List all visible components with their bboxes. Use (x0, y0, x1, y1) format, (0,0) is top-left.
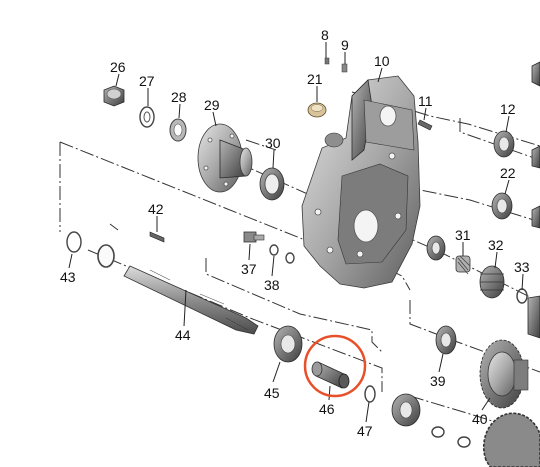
label-part-32: 32 (488, 237, 504, 253)
label-part-30: 30 (265, 135, 281, 151)
label-part-11: 11 (418, 93, 433, 109)
label-part-27: 27 (139, 73, 155, 89)
label-part-22: 22 (500, 165, 516, 181)
label-part-37: 37 (241, 261, 257, 277)
label-part-38: 38 (264, 277, 280, 293)
part-38-washers (269, 244, 295, 264)
part-46-bushing (311, 361, 350, 389)
part-39-bearing (435, 325, 457, 355)
part-40-large-gear (479, 339, 529, 409)
label-part-33: 33 (514, 259, 530, 275)
edge-part-shapes (527, 61, 540, 339)
label-part-29: 29 (204, 97, 220, 113)
label-part-21: 21 (307, 71, 323, 87)
label-part-43: 43 (60, 269, 76, 285)
leader-lines (68, 42, 524, 423)
part-11-key (417, 119, 433, 131)
part-47-ring (364, 385, 376, 403)
part-9-pin (341, 63, 348, 73)
label-part-26: 26 (110, 59, 126, 75)
label-part-45: 45 (264, 385, 280, 401)
part-bearing-housing-right (426, 235, 446, 261)
part-22-bearing (491, 192, 513, 220)
part-number-labels: 8 9 10 11 12 21 22 26 27 28 29 30 31 32 … (60, 27, 530, 439)
part-bottom-gear (482, 412, 540, 467)
label-part-8: 8 (321, 27, 329, 43)
part-21-plug (307, 102, 327, 118)
part-10-gearbox-housing (301, 75, 421, 289)
part-12-bearing (493, 130, 515, 158)
part-8-screw (324, 57, 330, 65)
label-part-39: 39 (430, 373, 446, 389)
label-part-42: 42 (148, 201, 164, 217)
part-31-spring (455, 255, 471, 275)
label-part-31: 31 (455, 227, 471, 243)
part-44-shaft (123, 265, 259, 335)
label-part-12: 12 (500, 101, 516, 117)
highlight-circle (303, 334, 367, 398)
part-26-hex-nut (103, 85, 125, 107)
part-43-rings (66, 231, 115, 268)
part-42-key (149, 231, 165, 243)
label-part-10: 10 (374, 53, 390, 69)
part-28-ring (169, 118, 187, 142)
part-33-ring (516, 288, 528, 304)
label-part-47: 47 (357, 423, 373, 439)
part-30-bearing (259, 167, 285, 201)
part-bearing-bottom-row (391, 393, 471, 448)
label-part-9: 9 (341, 37, 349, 53)
part-27-washer (139, 106, 155, 128)
label-part-40: 40 (472, 411, 488, 427)
part-37-bolt (243, 231, 265, 243)
label-part-46: 46 (319, 401, 335, 417)
label-part-28: 28 (171, 89, 187, 105)
part-45-bearing (273, 325, 303, 363)
label-part-44: 44 (175, 327, 191, 343)
part-29-flange (197, 123, 253, 193)
part-32-gear (479, 265, 505, 299)
